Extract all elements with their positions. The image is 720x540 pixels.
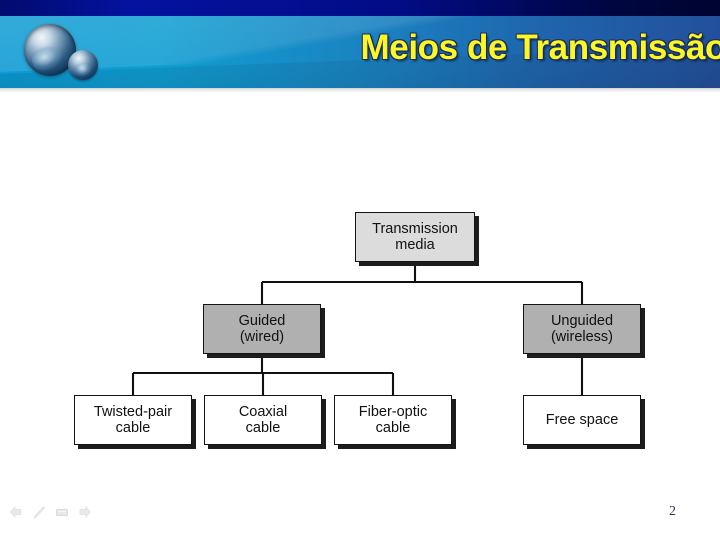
node-label: Guided (wired) bbox=[238, 312, 286, 345]
navigation-controls[interactable] bbox=[8, 504, 93, 520]
diagram-connectors bbox=[131, 262, 584, 395]
pen-icon[interactable] bbox=[31, 504, 47, 520]
screen-icon[interactable] bbox=[54, 504, 70, 520]
slide-header: Meios de Transmissão bbox=[0, 0, 720, 92]
metallic-spheres-logo-icon bbox=[18, 22, 118, 90]
header-banner bbox=[0, 16, 720, 90]
slide-footer: 2 bbox=[0, 492, 720, 540]
node-label: Unguided (wireless) bbox=[550, 312, 614, 345]
logo-sphere-large-icon bbox=[24, 24, 76, 76]
node-label: Twisted-pair cable bbox=[93, 403, 173, 436]
page-title: Meios de Transmissão bbox=[360, 28, 720, 67]
slide-content: Transmission media Guided (wired) Unguid… bbox=[0, 92, 720, 492]
node-transmission-media[interactable]: Transmission media bbox=[355, 212, 475, 262]
node-unguided-wireless[interactable]: Unguided (wireless) bbox=[523, 304, 641, 354]
node-free-space[interactable]: Free space bbox=[523, 395, 641, 445]
header-top-band bbox=[0, 0, 720, 16]
node-label: Fiber-optic cable bbox=[358, 403, 428, 436]
node-guided-wired[interactable]: Guided (wired) bbox=[203, 304, 321, 354]
node-coaxial-cable[interactable]: Coaxial cable bbox=[204, 395, 322, 445]
logo-sphere-small-icon bbox=[68, 50, 98, 80]
back-arrow-icon[interactable] bbox=[8, 504, 24, 520]
forward-arrow-icon[interactable] bbox=[77, 504, 93, 520]
transmission-media-tree-diagram: Transmission media Guided (wired) Unguid… bbox=[0, 92, 720, 492]
header-divider bbox=[0, 88, 720, 92]
node-label: Free space bbox=[545, 411, 619, 428]
page-number: 2 bbox=[669, 504, 676, 519]
node-label: Transmission media bbox=[372, 220, 458, 253]
node-label: Coaxial cable bbox=[238, 403, 288, 436]
node-twisted-pair-cable[interactable]: Twisted-pair cable bbox=[74, 395, 192, 445]
node-fiber-optic-cable[interactable]: Fiber-optic cable bbox=[334, 395, 452, 445]
